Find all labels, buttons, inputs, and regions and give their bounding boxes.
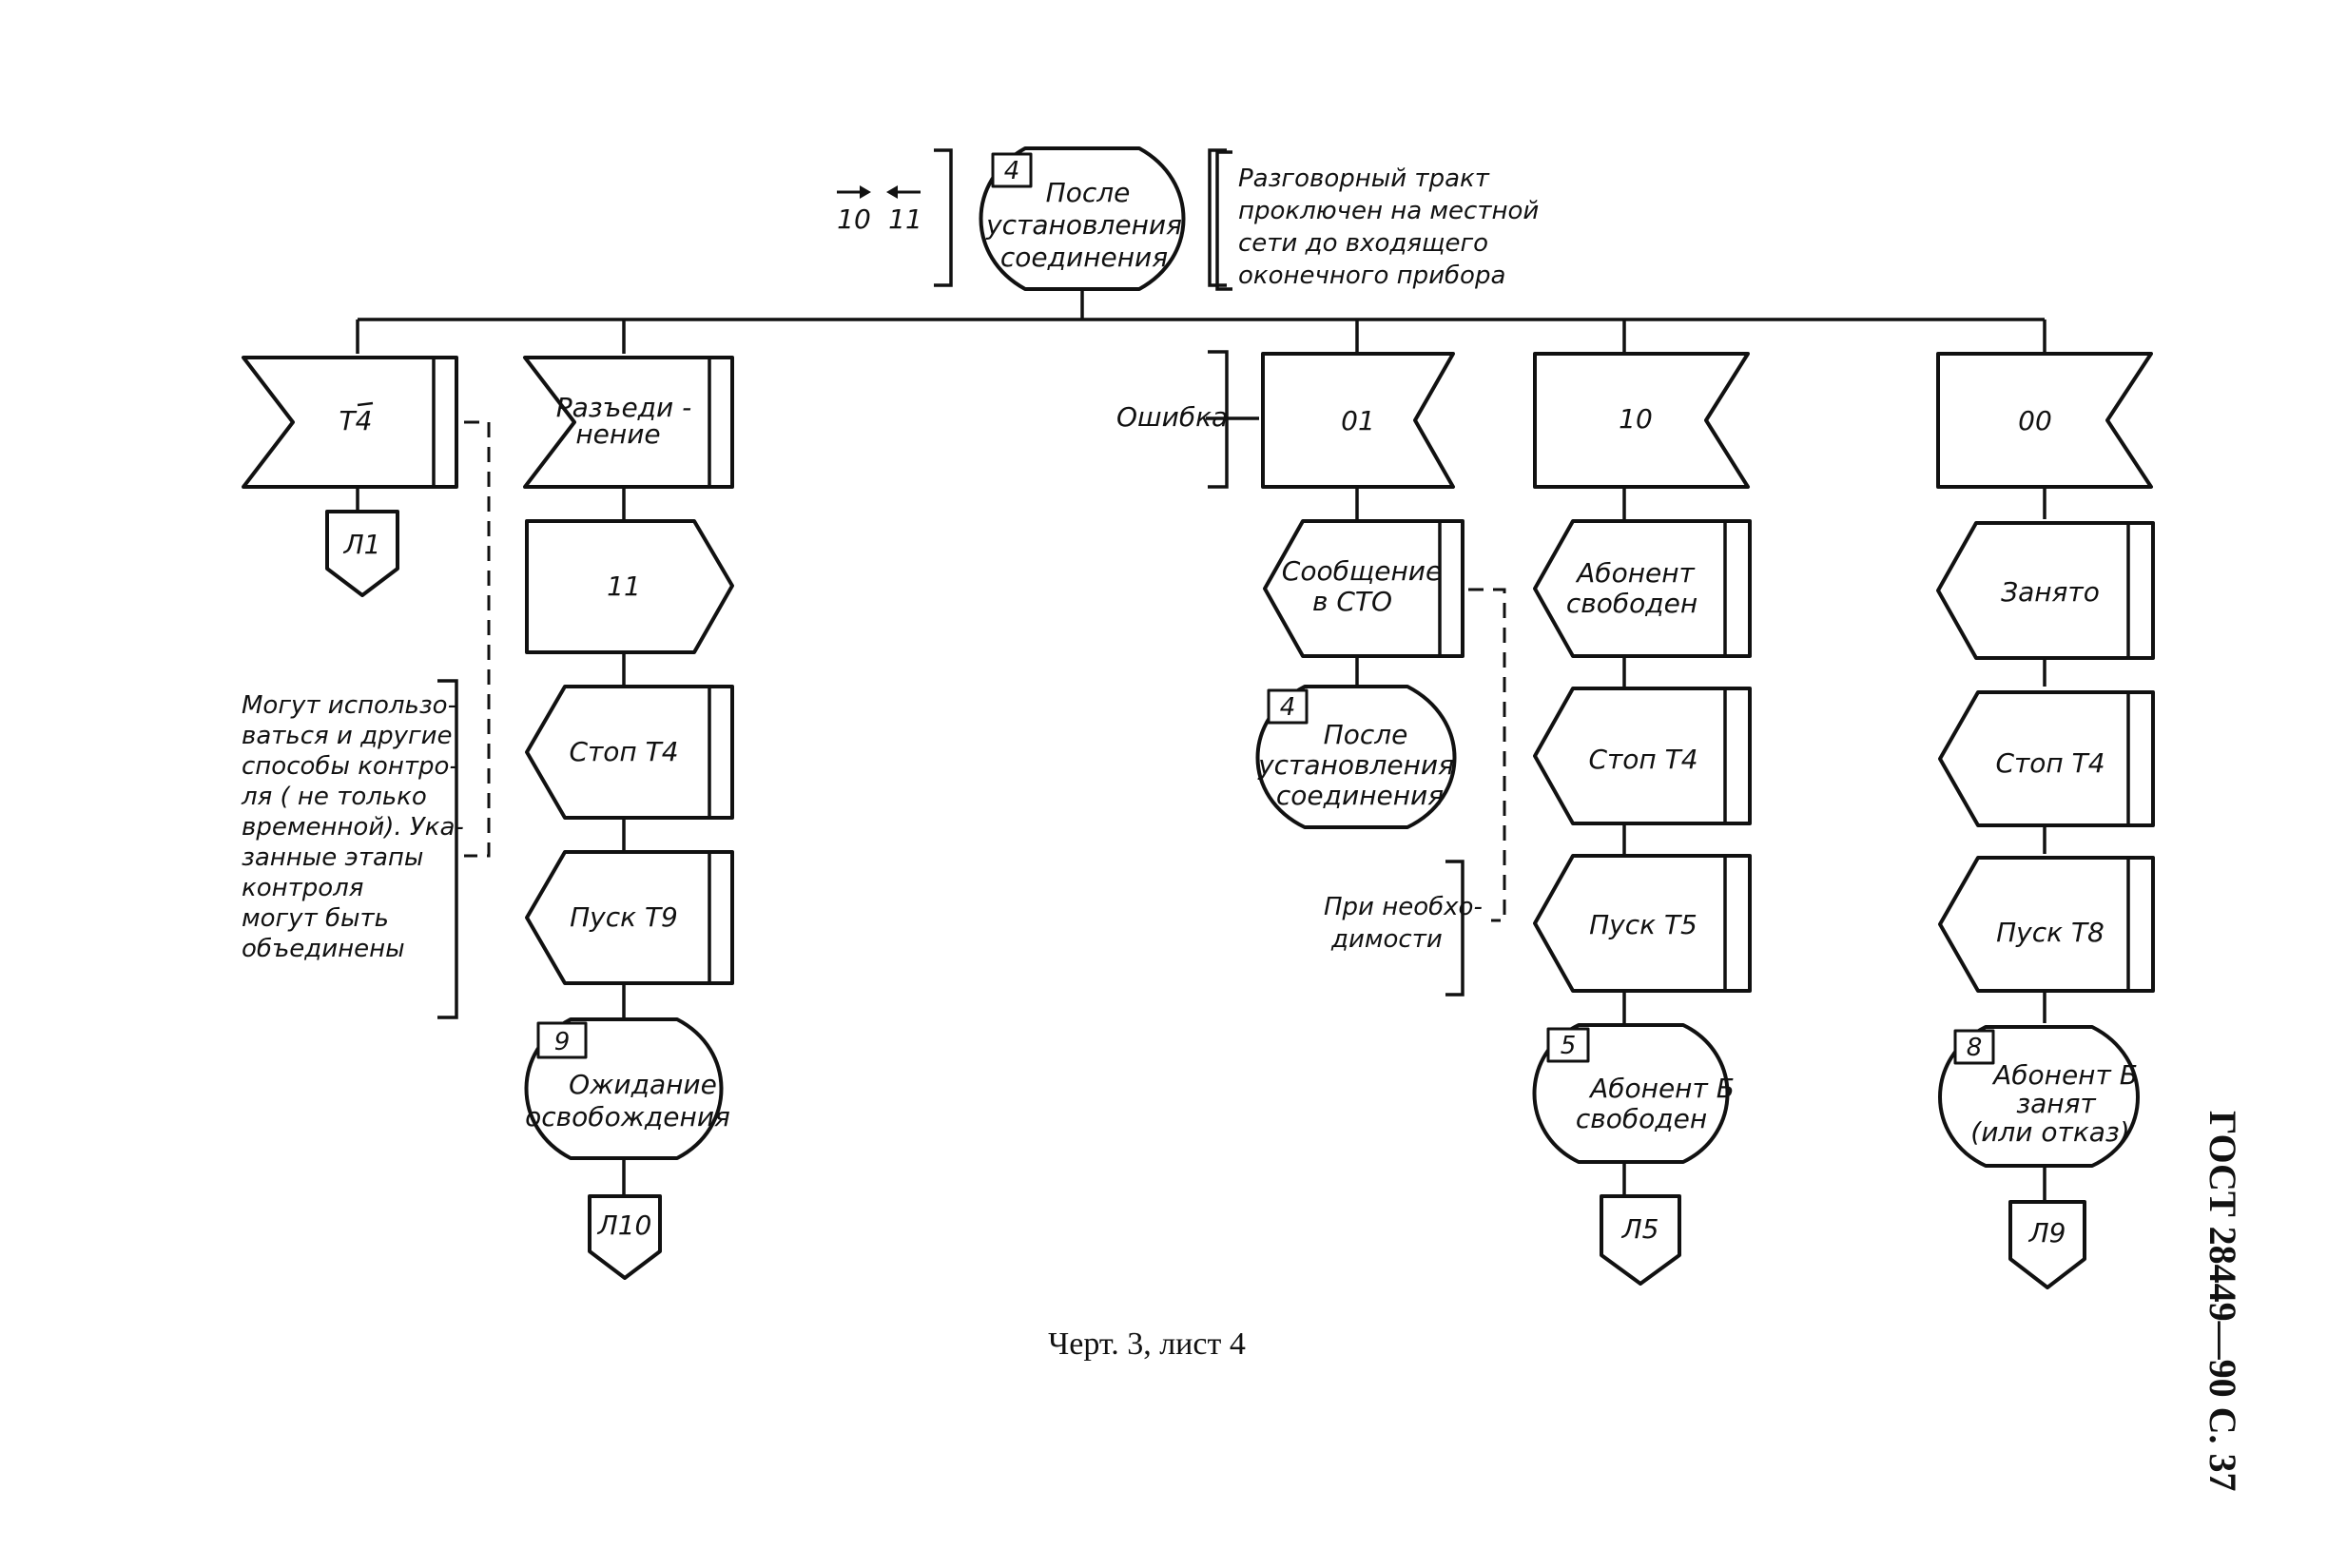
col4-input-label: 10 [1619, 403, 1653, 435]
col2-task1-label: Стоп Т4 [569, 736, 678, 767]
col4-connector: Л5 [1600, 1194, 1681, 1286]
col5-state-line-3: (или отказ) [1970, 1116, 2129, 1148]
col4-state: 5 Абонент Б свободен [1532, 1023, 1735, 1164]
col2-state-number: 9 [554, 1028, 571, 1056]
arrow-right-icon [860, 185, 871, 199]
col3-task-line-1: Сообщение [1282, 555, 1442, 587]
col2-state: 9 Ожидание освобождения [524, 1017, 730, 1160]
col1-connector-label: Л1 [343, 529, 381, 560]
col2-task-start: Пуск Т9 [525, 850, 734, 985]
top-comment-line-1: Разговорный тракт [1238, 165, 1490, 193]
col3-dashed-link [1468, 588, 1506, 922]
col2-connector-label: Л10 [597, 1210, 652, 1241]
arrow-left-icon [886, 185, 898, 199]
top-state: 4 После установления соединения [979, 146, 1186, 291]
col5-task-busy: Занято [1936, 521, 2155, 660]
left-note-line-6: занные этапы [242, 843, 423, 872]
figure-caption: Черт. 3, лист 4 [1048, 1326, 1246, 1362]
col3-task-message: Сообщение в СТО [1263, 519, 1464, 658]
page-header-vertical: ГОСТ 28449—90 С. 37 [2202, 1111, 2244, 1492]
col1-dashed-link [464, 420, 491, 858]
col4-state-line-1: Абонент Б [1588, 1073, 1735, 1104]
col5-input-label: 00 [2018, 405, 2052, 436]
col2-input-line-2: нение [575, 418, 660, 450]
col4-state-number: 5 [1561, 1032, 1577, 1060]
col4-task-stop: Стоп Т4 [1533, 687, 1752, 825]
col4-task1-line-2: свободен [1566, 588, 1697, 619]
col3-input-label: 01 [1341, 405, 1375, 436]
top-comment-line-4: оконечного прибора [1238, 261, 1505, 290]
connector-lines [356, 289, 2046, 1200]
col2-connector: Л10 [588, 1194, 662, 1280]
top-comment-line-2: проключен на местной [1238, 197, 1539, 225]
col5-state-line-2: занят [2016, 1088, 2096, 1119]
middle-note-line-1: При необхо- [1324, 893, 1483, 921]
col5-state-number: 8 [1967, 1034, 1983, 1062]
top-state-line-3: соединения [1000, 242, 1168, 273]
col2-input-signal: Разъеди - нение [523, 356, 734, 489]
col1-input-label: T4 [339, 405, 373, 436]
error-bracket [1208, 350, 1229, 489]
col4-task-start: Пуск Т5 [1533, 854, 1752, 993]
col5-task2-label: Стоп Т4 [1995, 747, 2105, 779]
left-note-bracket [437, 679, 458, 1019]
col5-connector-label: Л9 [2028, 1217, 2066, 1249]
top-state-number: 4 [1004, 157, 1020, 185]
arrow-label-10: 10 [837, 203, 871, 235]
col4-input-signal: 10 [1533, 352, 1750, 489]
col5-state-line-1: Абонент Б [1991, 1059, 2138, 1091]
top-comment-bracket [1215, 150, 1232, 291]
left-note-line-3: способы контро- [242, 752, 458, 781]
col5-task3-label: Пуск Т8 [1996, 917, 2105, 948]
col4-task-subscriber-free: Абонент свободен [1533, 519, 1752, 658]
col4-task2-label: Стоп Т4 [1588, 744, 1697, 775]
col3-input-signal: 01 [1261, 352, 1455, 489]
col3-state-line-3: соединения [1276, 780, 1444, 811]
col4-state-line-2: свободен [1576, 1103, 1707, 1134]
col2-output-signal: 11 [525, 519, 734, 654]
col5-connector: Л9 [2008, 1200, 2086, 1289]
col3-state: 4 После установления соединения [1255, 685, 1457, 829]
left-note-line-4: ля ( не только [241, 783, 427, 811]
col3-state-line-2: установления [1257, 749, 1454, 781]
col5-task-stop: Стоп Т4 [1938, 690, 2155, 827]
col4-task1-line-1: Абонент [1575, 557, 1695, 589]
col1-connector: Л1 [325, 510, 399, 597]
col3-state-number: 4 [1280, 693, 1296, 722]
col4-connector-label: Л5 [1621, 1213, 1659, 1245]
col5-input-signal: 00 [1936, 352, 2153, 489]
col2-output-label: 11 [607, 571, 641, 602]
col4-task3-label: Пуск Т5 [1589, 909, 1697, 940]
col2-state-line-2: освобождения [525, 1101, 730, 1132]
left-note-line-1: Могут использо- [242, 691, 456, 720]
left-note-line-5: временной). Ука- [242, 813, 464, 842]
left-note-line-2: ваться и другие [242, 722, 453, 750]
col5-task-start: Пуск Т8 [1938, 856, 2155, 993]
top-left-bracket [934, 148, 953, 287]
col2-task2-label: Пуск Т9 [570, 901, 678, 933]
col5-state: 8 Абонент Б занят (или отказ) [1938, 1025, 2140, 1168]
col5-task1-label: Занято [2001, 576, 2100, 608]
left-note: Могут использо- ваться и другие способы … [241, 691, 464, 963]
signal-arrows: 10 11 [837, 185, 922, 235]
col2-input-line-1: Разъеди - [556, 392, 692, 423]
middle-note-bracket [1445, 860, 1464, 997]
col1-input-signal: T4 [242, 356, 458, 489]
left-note-line-9: объединены [242, 935, 405, 963]
left-note-line-7: контроля [242, 874, 363, 902]
col3-state-line-1: После [1324, 719, 1408, 750]
top-state-line-2: установления [985, 209, 1182, 241]
top-state-line-1: После [1046, 177, 1131, 208]
col2-state-line-1: Ожидание [569, 1069, 717, 1100]
arrow-label-11: 11 [888, 203, 922, 235]
top-comment-line-3: сети до входящего [1238, 229, 1488, 258]
middle-note-line-2: димости [1330, 925, 1443, 954]
left-note-line-8: могут быть [242, 904, 389, 933]
col3-task-line-2: в СТО [1312, 586, 1392, 617]
col2-task-stop: Стоп Т4 [525, 685, 734, 820]
